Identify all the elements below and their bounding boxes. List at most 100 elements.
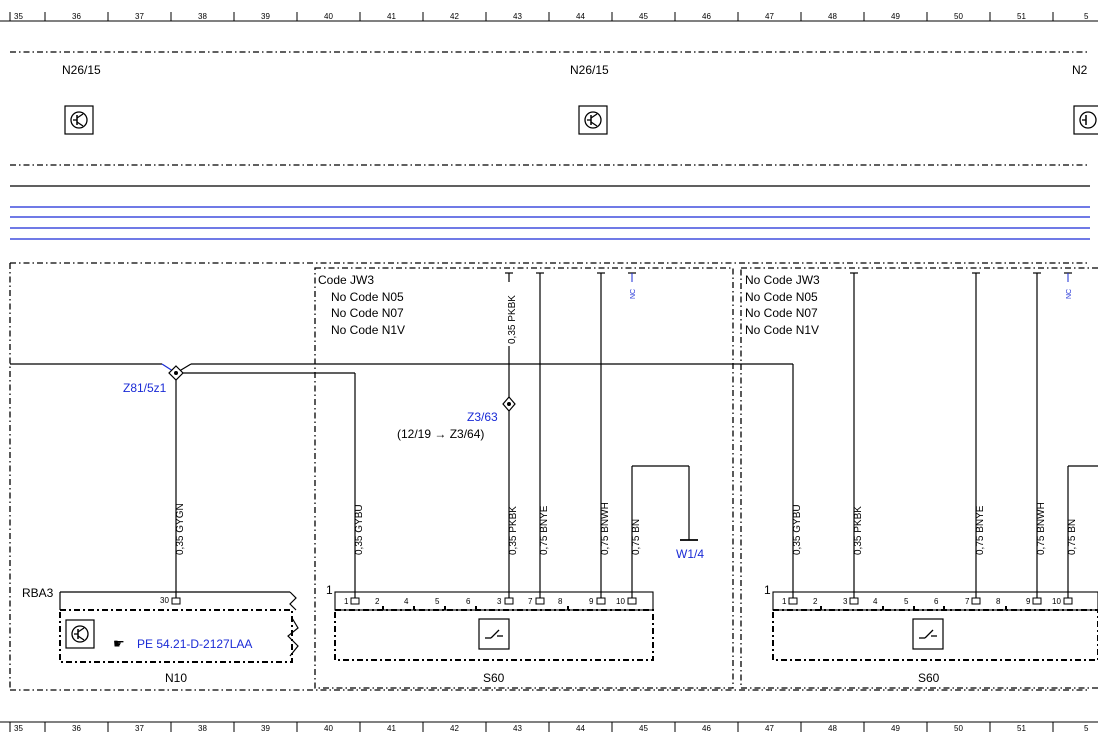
ruler-label: 5: [1084, 12, 1089, 21]
svg-text:1: 1: [344, 597, 349, 606]
wire-label: 0,75 BNYE: [539, 505, 550, 555]
ruler-label: 40: [324, 724, 333, 733]
splice-label: Z3/63: [467, 410, 498, 424]
ruler-label: 44: [576, 12, 585, 21]
splice-z81: Z81/5z1: [123, 365, 184, 598]
n10-module: 0,35 GYGN RBA3 30 ☛ PE 54.21-D-2127LAA N…: [22, 503, 299, 685]
ruler-label: 50: [954, 724, 963, 733]
svg-text:3: 3: [843, 597, 848, 606]
code-label: No Code N05: [745, 290, 818, 304]
n10-label: N10: [165, 671, 187, 685]
ruler-label: 51: [1017, 12, 1026, 21]
svg-text:10: 10: [1052, 597, 1061, 606]
svg-text:3: 3: [497, 597, 502, 606]
connector-number: 1: [764, 583, 771, 597]
bus-wire: [10, 363, 794, 598]
ruler-label: 44: [576, 724, 585, 733]
svg-text:6: 6: [934, 597, 939, 606]
ruler-label: 51: [1017, 724, 1026, 733]
pin-label: 30: [160, 596, 169, 605]
rba3-label: RBA3: [22, 586, 54, 600]
ruler-label: 47: [765, 724, 774, 733]
pointing-hand-icon: ☛: [113, 636, 125, 651]
wire-label: 0,75 BN: [631, 519, 642, 555]
ruler-label: 5: [1084, 724, 1089, 733]
ruler-label: 48: [828, 724, 837, 733]
ruler-label: 38: [198, 724, 207, 733]
bottom-ruler: 35 36 37 38 39 40 41 42 43 44 45 46 47 4…: [0, 721, 1098, 733]
ruler-label: 37: [135, 12, 144, 21]
wire-label: 0,35 GYGN: [175, 503, 186, 555]
transistor-icon: [1073, 105, 1098, 135]
svg-text:8: 8: [558, 597, 563, 606]
ruler-label: 47: [765, 12, 774, 21]
wire-label: 0,35 GYBU: [792, 504, 803, 555]
n10-region: [9, 262, 1090, 691]
code-label: No Code N1V: [331, 323, 405, 337]
reference-link[interactable]: PE 54.21-D-2127LAA: [137, 637, 252, 651]
n26-label: N26/15: [570, 63, 609, 77]
code-label: No Code N07: [745, 306, 818, 320]
svg-text:6: 6: [466, 597, 471, 606]
connector-number: 1: [326, 583, 333, 597]
svg-text:9: 9: [1026, 597, 1031, 606]
ruler-label: 35: [14, 12, 23, 21]
ruler-label: 43: [513, 724, 522, 733]
ruler-label: 36: [72, 724, 81, 733]
wire-label: 0,75 BNWH: [600, 502, 611, 555]
ruler-label: 46: [702, 12, 711, 21]
s60-right-region: No Code JW3 No Code N05 No Code N07 No C…: [740, 267, 1098, 689]
wire-label: 0,35 GYBU: [354, 504, 365, 555]
ruler-label: 39: [261, 12, 270, 21]
n26-label: N2: [1072, 63, 1088, 77]
svg-text:5: 5: [435, 597, 440, 606]
splice-note: (12/19 → Z3/64): [397, 427, 484, 441]
connector-pins: 1 2 3 4 5 6 7 8 9 10: [782, 597, 1073, 610]
code-label: No Code N1V: [745, 323, 819, 337]
ruler-label: 42: [450, 724, 459, 733]
svg-text:10: 10: [616, 597, 625, 606]
ruler-label: 42: [450, 12, 459, 21]
nc-label: NC: [630, 289, 637, 299]
ruler-label: 40: [324, 12, 333, 21]
nc-label: NC: [1066, 289, 1073, 299]
switch-icon: [912, 618, 944, 650]
svg-text:2: 2: [813, 597, 818, 606]
svg-text:7: 7: [965, 597, 970, 606]
s60-label: S60: [918, 671, 940, 685]
ruler-label: 36: [72, 12, 81, 21]
ruler-label: 46: [702, 724, 711, 733]
ruler-label: 48: [828, 12, 837, 21]
transistor-icon: [65, 619, 95, 649]
ruler-label: 50: [954, 12, 963, 21]
ruler-label: 45: [639, 12, 648, 21]
wire-label: 0,75 BNWH: [1036, 502, 1047, 555]
wire-label: 0,75 BN: [1067, 519, 1078, 555]
ruler-label: 41: [387, 724, 396, 733]
ruler-label: 49: [891, 724, 900, 733]
svg-text:1: 1: [782, 597, 787, 606]
svg-text:2: 2: [375, 597, 380, 606]
s60-left-region: Code JW3 No Code N05 No Code N07 No Code…: [314, 267, 734, 689]
ruler-label: 43: [513, 12, 522, 21]
ruler-label: 45: [639, 724, 648, 733]
ruler-label: 41: [387, 12, 396, 21]
svg-text:4: 4: [404, 597, 409, 606]
splice-label: Z81/5z1: [123, 381, 167, 395]
transistor-icon: [578, 105, 608, 135]
wire-label: 0,35 PKBK: [507, 295, 518, 344]
wire-label: 0,35 PKBK: [853, 506, 864, 555]
ruler-label: 49: [891, 12, 900, 21]
code-label: Code JW3: [318, 273, 374, 287]
svg-text:7: 7: [528, 597, 533, 606]
transistor-icon: [64, 105, 94, 135]
code-label: No Code N07: [331, 306, 404, 320]
code-label: No Code JW3: [745, 273, 820, 287]
svg-text:4: 4: [873, 597, 878, 606]
connector-pins: 1 2 4 5 6 3 7 8 9 10: [344, 597, 637, 610]
n26-band: N26/15 N26/15 N2: [10, 51, 1098, 166]
ruler-label: 35: [14, 724, 23, 733]
ruler-label: 39: [261, 724, 270, 733]
wire-label: 0,35 PKBK: [508, 506, 519, 555]
